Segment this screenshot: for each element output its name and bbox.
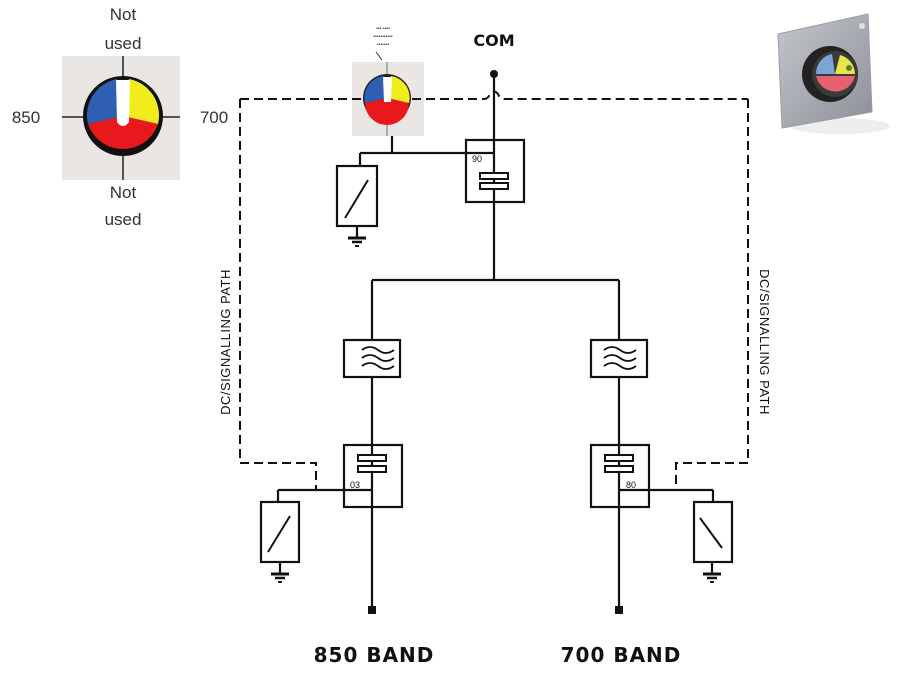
small-connector-caption: ••• •••• bbox=[376, 26, 390, 32]
left-output-terminal bbox=[368, 606, 376, 614]
right-path-label: DC/SIGNALLING PATH bbox=[757, 269, 772, 415]
legend-top-label-line1: Not bbox=[110, 5, 137, 24]
com-ground-icon bbox=[348, 236, 366, 247]
left-surge-arrestor-icon bbox=[259, 500, 301, 574]
left-capacitor-icon bbox=[357, 454, 387, 473]
left-path-label: DC/SIGNALLING PATH bbox=[218, 269, 233, 415]
right-ground-icon bbox=[703, 572, 721, 583]
right-capacitor-icon bbox=[604, 454, 634, 473]
right-output-terminal bbox=[615, 606, 623, 614]
legend-left-label: 850 bbox=[12, 108, 40, 127]
right-output-label: 700 BAND bbox=[561, 643, 682, 667]
legend-right-label: 700 bbox=[200, 108, 228, 127]
legend-top-label-line2: used bbox=[105, 34, 142, 53]
small-connector-caption-line3: ••••••• bbox=[377, 42, 390, 48]
com-capacitor-icon bbox=[479, 172, 509, 190]
left-bandpass-filter-icon bbox=[342, 338, 402, 379]
legend-bottom-label-line2: used bbox=[105, 210, 142, 229]
right-surge-arrestor-icon bbox=[692, 500, 734, 574]
com-bias-tee-label: 90 bbox=[472, 154, 482, 164]
left-output-label: 850 BAND bbox=[314, 643, 435, 667]
left-ground-icon bbox=[271, 572, 289, 583]
right-bandpass-filter-icon bbox=[589, 338, 649, 379]
com-surge-arrestor-icon bbox=[335, 164, 379, 238]
small-connector-caption-line2: ••••••••••• bbox=[373, 34, 393, 40]
legend-bottom-label-line1: Not bbox=[110, 183, 137, 202]
legend-connector-face-icon bbox=[83, 76, 163, 156]
right-bias-tee-label: 80 bbox=[626, 480, 636, 490]
small-connector-face-icon bbox=[363, 74, 411, 125]
connector-legend: Not used Not used 850 700 bbox=[12, 5, 228, 229]
small-connector: ••• •••• ••••••••••• ••••••• bbox=[352, 26, 424, 136]
com-port-label: COM bbox=[473, 31, 514, 50]
product-photo bbox=[777, 13, 890, 134]
caption-leader-line bbox=[375, 51, 383, 61]
left-bias-tee-label: 03 bbox=[350, 480, 360, 490]
